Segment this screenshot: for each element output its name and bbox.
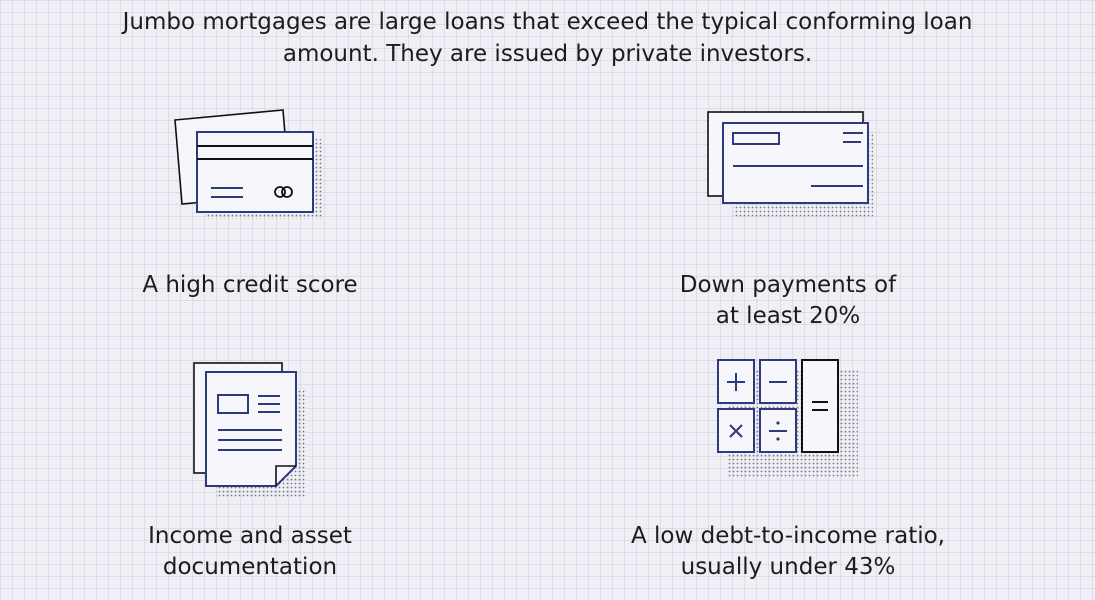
credit-card-icon (174, 109, 323, 219)
caption-down-payment: Down payments of at least 20% (679, 272, 897, 329)
intro-text: Jumbo mortgages are large loans that exc… (60, 6, 1035, 70)
feature-income-documentation: Income and asset documentation (40, 358, 460, 583)
intro-line-1: Jumbo mortgages are large loans that exc… (122, 9, 973, 35)
calculator-icon (716, 359, 858, 478)
caption-credit-score: A high credit score (142, 272, 358, 298)
feature-debt-to-income: A low debt-to-income ratio, usually unde… (578, 358, 998, 583)
feature-down-payment: Down payments of at least 20% (578, 110, 998, 332)
documents-icon (193, 362, 306, 498)
feature-credit-score: A high credit score (40, 109, 460, 301)
check-icon (707, 111, 873, 218)
caption-income-documentation: Income and asset documentation (148, 523, 352, 580)
intro-line-2: amount. They are issued by private inves… (282, 41, 813, 67)
caption-debt-to-income: A low debt-to-income ratio, usually unde… (630, 523, 945, 580)
